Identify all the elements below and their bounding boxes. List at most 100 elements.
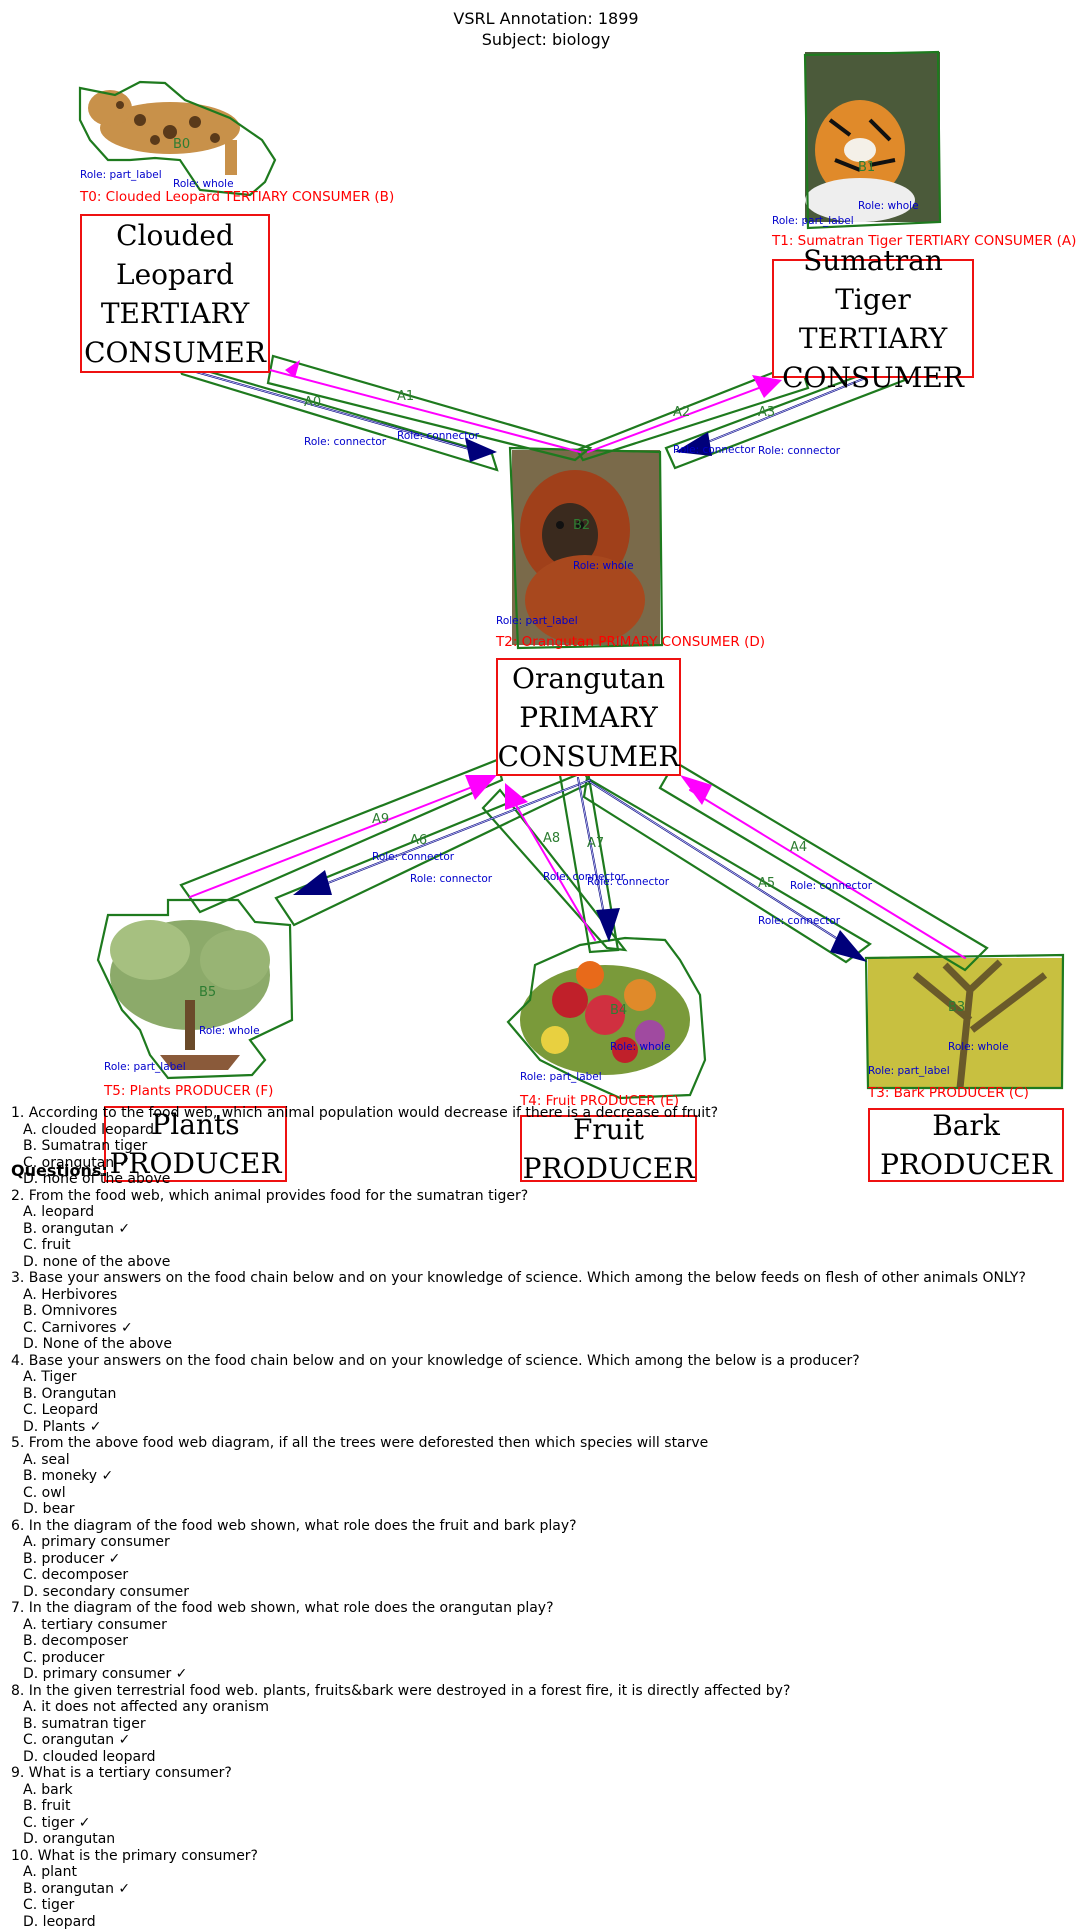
- box-line: CONSUMER: [84, 333, 266, 372]
- arrow-id-a1: A1: [397, 389, 414, 404]
- role-label-a0: Role: connector: [304, 436, 386, 448]
- role-label-b3-whole: Role: whole: [948, 1041, 1009, 1053]
- box-line: Sumatran Tiger: [774, 241, 972, 319]
- questions-list: 1. According to the food web, which anim…: [11, 1105, 1071, 1930]
- node-box-sumatran-tiger: Sumatran Tiger TERTIARY CONSUMER: [772, 259, 974, 378]
- question-option: A. it does not affected any oranism: [23, 1699, 1071, 1716]
- question-option: B. producer ✓: [23, 1551, 1071, 1568]
- question-text: 1. According to the food web, which anim…: [11, 1105, 1071, 1122]
- question-option: A. clouded leopard: [23, 1122, 1071, 1139]
- role-label-b2-whole: Role: whole: [573, 560, 634, 572]
- question-text: 6. In the diagram of the food web shown,…: [11, 1518, 1071, 1535]
- role-label-a5: Role: connector: [758, 915, 840, 927]
- question-text: 10. What is the primary consumer?: [11, 1848, 1071, 1865]
- arrow-id-a7: A7: [587, 836, 604, 851]
- arrow-id-a6: A6: [410, 833, 427, 848]
- blob-id-b3: B3: [948, 1000, 965, 1015]
- box-line: PRIMARY: [519, 698, 658, 737]
- role-label-a1: Role: connector: [397, 430, 479, 442]
- question-option: D. clouded leopard: [23, 1749, 1071, 1766]
- question-option: B. fruit: [23, 1798, 1071, 1815]
- question-text: 2. From the food web, which animal provi…: [11, 1188, 1071, 1205]
- question-option: B. decomposer: [23, 1633, 1071, 1650]
- question-option: B. moneky ✓: [23, 1468, 1071, 1485]
- arrow-id-a5: A5: [758, 876, 775, 891]
- question-option: C. tiger ✓: [23, 1815, 1071, 1832]
- node-box-orangutan: Orangutan PRIMARY CONSUMER: [496, 658, 681, 776]
- node-box-clouded-leopard: Clouded Leopard TERTIARY CONSUMER: [80, 214, 270, 373]
- box-line: TERTIARY: [101, 294, 249, 333]
- box-line: Orangutan: [512, 659, 665, 698]
- role-label-b0-part: Role: part_label: [80, 169, 162, 181]
- question-option: C. tiger: [23, 1897, 1071, 1914]
- question-text: 4. Base your answers on the food chain b…: [11, 1353, 1071, 1370]
- question-option: A. seal: [23, 1452, 1071, 1469]
- role-label-b4-whole: Role: whole: [610, 1041, 671, 1053]
- role-label-a4: Role: connector: [790, 880, 872, 892]
- arrow-id-a8: A8: [543, 831, 560, 846]
- node-label-t2: T2: Orangutan PRIMARY CONSUMER (D): [496, 634, 765, 650]
- question-item: 7. In the diagram of the food web shown,…: [11, 1600, 1071, 1683]
- question-option: A. bark: [23, 1782, 1071, 1799]
- question-option: A. Herbivores: [23, 1287, 1071, 1304]
- role-label-b1-part: Role: part_label: [772, 215, 854, 227]
- role-label-b0-whole: Role: whole: [173, 178, 234, 190]
- blob-b5-outline: [98, 900, 292, 1078]
- question-item: 6. In the diagram of the food web shown,…: [11, 1518, 1071, 1601]
- arrow-id-a4: A4: [790, 840, 807, 855]
- role-label-b3-part: Role: part_label: [868, 1065, 950, 1077]
- blob-id-b2: B2: [573, 518, 590, 533]
- question-item: 1. According to the food web, which anim…: [11, 1105, 1071, 1188]
- question-option: C. Carnivores ✓: [23, 1320, 1071, 1337]
- box-line: Leopard: [116, 255, 234, 294]
- node-label-t5: T5: Plants PRODUCER (F): [104, 1083, 273, 1099]
- blob-id-b5: B5: [199, 985, 216, 1000]
- question-option: B. orangutan ✓: [23, 1221, 1071, 1238]
- question-option: D. None of the above: [23, 1336, 1071, 1353]
- question-text: 7. In the diagram of the food web shown,…: [11, 1600, 1071, 1617]
- role-label-a9: Role: connector: [372, 851, 454, 863]
- question-option: D. orangutan: [23, 1831, 1071, 1848]
- question-option: C. fruit: [23, 1237, 1071, 1254]
- box-line: TERTIARY: [799, 319, 947, 358]
- question-text: 5. From the above food web diagram, if a…: [11, 1435, 1071, 1452]
- question-option: A. tertiary consumer: [23, 1617, 1071, 1634]
- question-option: C. owl: [23, 1485, 1071, 1502]
- role-label-b1-whole: Role: whole: [858, 200, 919, 212]
- question-option: C. Leopard: [23, 1402, 1071, 1419]
- question-option: D. none of the above: [23, 1254, 1071, 1271]
- question-item: 2. From the food web, which animal provi…: [11, 1188, 1071, 1271]
- question-item: 9. What is a tertiary consumer? A. bark …: [11, 1765, 1071, 1848]
- question-option: B. orangutan ✓: [23, 1881, 1071, 1898]
- role-label-b5-whole: Role: whole: [199, 1025, 260, 1037]
- question-option: D. primary consumer ✓: [23, 1666, 1071, 1683]
- question-item: 5. From the above food web diagram, if a…: [11, 1435, 1071, 1518]
- question-text: 9. What is a tertiary consumer?: [11, 1765, 1071, 1782]
- node-label-t3: T3: Bark PRODUCER (C): [868, 1085, 1029, 1101]
- role-label-a2: Role: connector: [673, 444, 755, 456]
- blob-id-b4: B4: [610, 1003, 627, 1018]
- box-line: CONSUMER: [498, 737, 680, 776]
- role-label-b4-part: Role: part_label: [520, 1071, 602, 1083]
- question-option: A. primary consumer: [23, 1534, 1071, 1551]
- question-option: B. Omnivores: [23, 1303, 1071, 1320]
- blob-id-b0: B0: [173, 137, 190, 152]
- role-label-b2-part: Role: part_label: [496, 615, 578, 627]
- role-label-a6: Role: connector: [410, 873, 492, 885]
- box-line: Clouded: [116, 216, 234, 255]
- arrow-id-a2: A2: [673, 405, 690, 420]
- question-option: D. secondary consumer: [23, 1584, 1071, 1601]
- role-label-b5-part: Role: part_label: [104, 1061, 186, 1073]
- arrow-id-a3: A3: [758, 405, 775, 420]
- question-option: D. none of the above: [23, 1171, 1071, 1188]
- node-label-t0: T0: Clouded Leopard TERTIARY CONSUMER (B…: [80, 189, 394, 205]
- question-option: D. Plants ✓: [23, 1419, 1071, 1436]
- question-option: C. producer: [23, 1650, 1071, 1667]
- arrow-id-a9: A9: [372, 812, 389, 827]
- question-option: A. Tiger: [23, 1369, 1071, 1386]
- question-option: B. Orangutan: [23, 1386, 1071, 1403]
- question-option: D. leopard: [23, 1914, 1071, 1930]
- question-option: A. leopard: [23, 1204, 1071, 1221]
- role-label-a8: Role: connector: [543, 871, 625, 883]
- question-option: C. orangutan ✓: [23, 1732, 1071, 1749]
